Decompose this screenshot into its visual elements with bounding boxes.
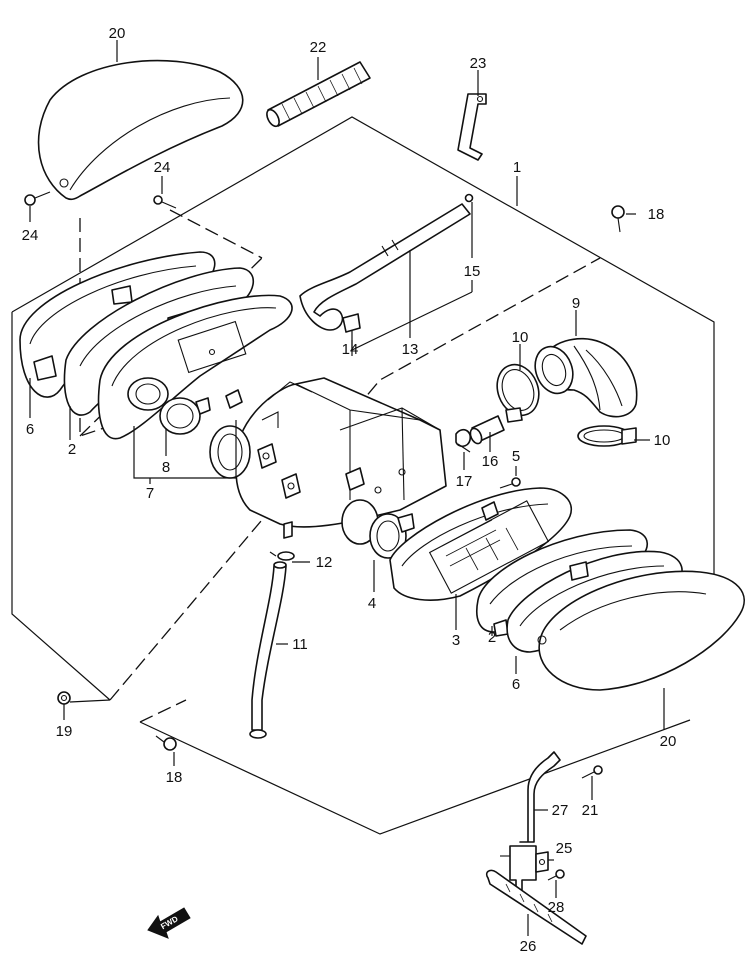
part-12-clamp [269,551,295,561]
screw-18-lower [155,735,177,751]
callout-2-left: 2 [68,441,76,458]
air-cleaner-case [209,377,447,539]
part-20-cover-left [37,59,244,201]
callout-19: 19 [56,723,73,740]
callout-20-top: 20 [109,25,126,42]
callout-3: 3 [452,632,460,649]
fwd-arrow-icon: FWD [147,907,191,939]
part-26-drain-hose [485,869,587,945]
part-14-clamp [342,313,361,333]
screw-18-upper [611,205,625,233]
callout-23: 23 [470,55,487,72]
part-23-bracket [457,93,487,161]
part-22-hose [266,61,371,128]
callout-18-lower: 18 [166,769,183,786]
callout-15: 15 [464,263,481,280]
callout-20-bottom: 20 [660,733,677,750]
callout-labels: 20 22 23 1 24 24 18 15 9 10 13 14 10 6 2… [22,25,677,955]
callout-17: 17 [456,473,473,490]
assembly-outline [11,116,715,835]
callout-6-left: 6 [26,421,34,438]
part-28-screw [547,869,565,881]
part-11-drain-hose [249,561,287,739]
callout-27: 27 [552,802,569,819]
callout-13: 13 [402,341,419,358]
callout-12: 12 [316,554,333,571]
part-4-clamp [341,499,415,559]
part-13-breather-hose [299,193,474,331]
callout-28: 28 [548,899,565,916]
callout-21: 21 [582,802,599,819]
callout-16: 16 [482,453,499,470]
callout-1: 1 [513,159,521,176]
callout-22: 22 [310,39,327,56]
callout-26: 26 [520,938,537,955]
callout-5: 5 [512,448,520,465]
screw-19 [57,691,71,705]
callout-24-upper: 24 [154,159,171,176]
screw-21 [581,765,603,779]
part-27-hose [519,751,561,843]
callout-10-upper: 10 [512,329,529,346]
callout-10-lower: 10 [654,432,671,449]
part-17-ring [455,428,472,453]
callout-25: 25 [556,840,573,857]
part-8-clamp-left [159,397,211,435]
part-10-clamp-lower [577,425,637,447]
screw-24-upper [153,195,177,209]
part-16-pipe [469,415,505,445]
callout-9: 9 [572,295,580,312]
callout-18-upper: 18 [648,206,665,223]
part-10-clamp-upper [496,363,540,423]
callout-6-right: 6 [512,676,520,693]
leader-lines [29,40,665,936]
part-7-case-left [97,294,293,440]
part-3-case-right [389,487,573,601]
screw-24-left [24,191,51,206]
callout-14: 14 [342,341,359,358]
callout-24-left: 24 [22,227,39,244]
part-9-intake-duct [534,337,638,418]
callout-8: 8 [162,459,170,476]
callout-2-right: 2 [488,629,496,646]
callout-11: 11 [292,636,308,653]
callout-7: 7 [146,485,154,502]
callout-4: 4 [368,595,376,612]
screw-5 [499,477,521,489]
part-20-cover-right [537,570,745,691]
